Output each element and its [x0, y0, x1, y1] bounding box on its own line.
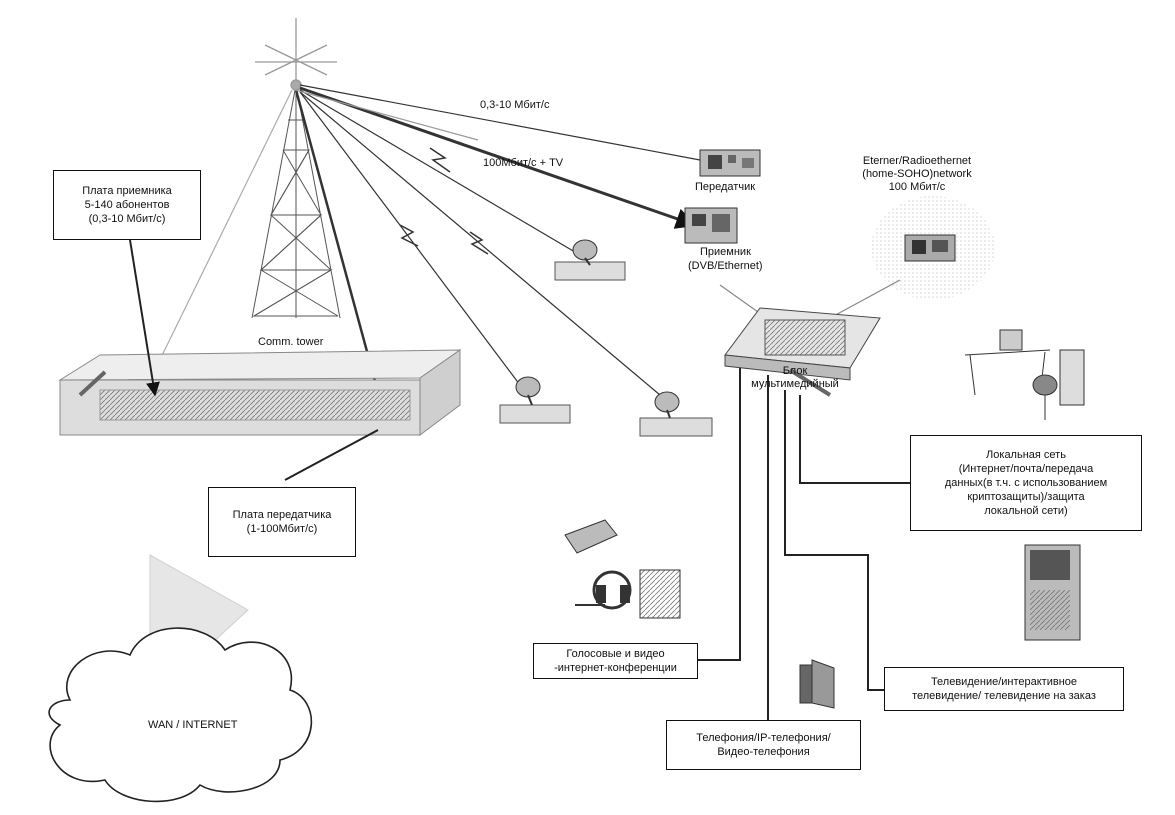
mobile-phone-icon [799, 659, 835, 709]
transmitter-label: Передатчик [695, 181, 755, 193]
wireless-zigzag-marks [399, 147, 489, 255]
link-speed-fast: 100Мбит/с + TV [483, 157, 564, 169]
telephony-box: Телефония/IP-телефония/ Видео-телефония [666, 720, 861, 770]
transmitter-device-icon [699, 149, 761, 177]
receiver-label-line: Приемник [700, 246, 751, 258]
wan-cloud [48, 627, 313, 803]
receiver-label-line: (DVB/Ethernet) [688, 260, 763, 272]
voice-video-conference-box: Голосовые и видео -интернет-конференции [533, 643, 698, 679]
receiver-device-icon [684, 207, 738, 244]
radio-links [149, 84, 701, 396]
office-workstation-icon [964, 329, 1085, 420]
multimedia-unit-icon [724, 307, 881, 397]
multimedia-unit-label: Блок мультимедийный [751, 365, 839, 390]
ethernet-card-icon [904, 234, 956, 262]
ethernet-network-label: Eterner/Radioethernet (home-SOHO)network… [862, 155, 972, 193]
satellite-dish-icon [499, 376, 571, 424]
headset-phone-icon [564, 519, 681, 619]
transmitter-board-box: Плата передатчика (1-100Мбит/с) [208, 487, 356, 557]
rack-chassis [58, 349, 462, 436]
connector-lines [129, 239, 912, 720]
satellite-dish-icon [639, 391, 713, 437]
link-speed-slow: 0,3-10 Мбит/с [480, 99, 550, 111]
television-box: Телевидение/интерактивное телевидение/ т… [884, 667, 1124, 711]
tower-star-icon [255, 18, 337, 91]
local-network-box: Локальная сеть (Интернет/почта/передача … [910, 435, 1142, 531]
comm-tower [251, 84, 341, 319]
tower-label: Comm. tower [258, 336, 324, 348]
receiver-board-box: Плата приемника 5-140 абонентов (0,3-10 … [53, 170, 201, 240]
tv-cabinet-icon [1024, 544, 1081, 641]
wan-label: WAN / INTERNET [148, 719, 238, 731]
satellite-dish-icon [554, 239, 626, 281]
